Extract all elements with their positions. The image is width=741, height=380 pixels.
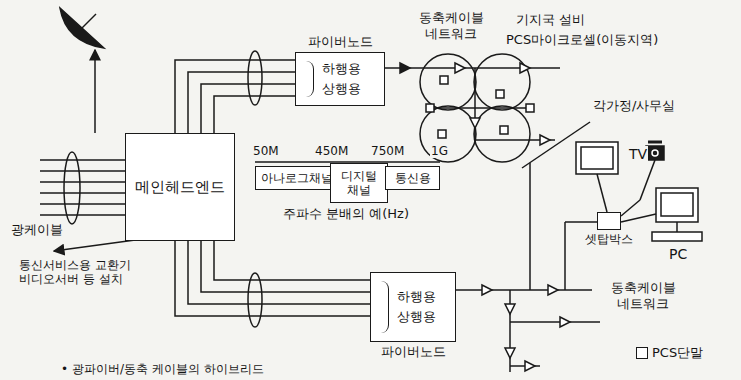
text-label: 통신서비스용 교환기 비디오서버 등 설치 [18,258,150,287]
text-label: 주파수 분배의 예(Hz) [282,206,410,222]
node-body: 메인헤드엔드 [126,134,234,240]
legend-swatch [636,347,648,359]
node-box: 디지털 채널 [330,163,388,203]
label-box: 통신서비스용 교환기 비디오서버 등 설치 [18,258,150,287]
legend-text: PCS단말 [652,345,703,361]
text-label: 동축케이블 네트워크 [597,280,689,311]
fiber-node-box: 하행용상행용파이버노드 [370,272,456,342]
label-box: PCS마이크로셀(이동지역) [505,32,659,48]
node-body: 하행용상행용 [371,273,455,341]
label-box: 각가정/사무실 [592,98,676,114]
text-label: PC [668,246,688,263]
node-body: 아나로그채널 [256,167,337,189]
label-box: 주파수 분배의 예(Hz) [282,206,410,222]
node-label: 디지털 채널 [334,169,384,198]
text-label: 1G [430,144,449,158]
text-label: 450M [314,144,349,158]
text-label: PCS마이크로셀(이동지역) [505,32,659,48]
node-box: 메인헤드엔드 [125,133,235,241]
bracket-line [380,281,389,333]
node-label: 통신용 [395,171,431,185]
label-box: PC [668,246,688,263]
node-label: 하행용 [397,289,436,305]
node-label: 하행용 [322,61,361,77]
node-label: 파이버노드 [306,34,375,50]
node-label: 아나로그채널 [261,171,333,185]
caption-box: • 광파이버/동축 케이블의 하이브리드 [60,362,265,376]
bracket-line [305,61,314,97]
node-box: 통신용 [385,166,440,190]
label-box: 50M [252,144,280,158]
text-label: 광케이블 [10,222,64,238]
label-box: TV [628,146,648,163]
label-box: 동축케이블 네트워크 [412,10,490,41]
caption: • 광파이버/동축 케이블의 하이브리드 [60,362,265,376]
text-label: 750M [370,144,405,158]
text-label: 각가정/사무실 [592,98,676,114]
node-label: 상행용 [322,81,361,97]
legend-row: PCS단말 [636,345,703,361]
node-label: 파이버노드 [379,344,448,360]
node-body: 통신용 [386,167,439,189]
label-box: 기지국 설비 [515,12,586,28]
node-label: 메인헤드엔드 [135,178,225,196]
node-label: 셋탑박스 [583,232,635,246]
text-label: 동축케이블 네트워크 [412,10,490,41]
fiber-node-box: 하행용상행용파이버노드 [295,52,385,106]
fiber-connector [175,60,295,133]
label-box: 450M [314,144,349,158]
text-label: 50M [252,144,280,158]
text-label: 기지국 설비 [515,12,586,28]
label-box: 1G [430,144,449,158]
text-label: TV [628,146,648,163]
node-body: 하행용상행용 [296,53,384,105]
fiber-connector [175,241,370,316]
label-box: 750M [370,144,405,158]
node-box: 아나로그채널 [255,166,338,190]
label-box: 동축케이블 네트워크 [597,280,689,311]
node-body: 디지털 채널 [331,164,387,202]
node-box: 셋탑박스 [597,212,621,230]
node-label: 상행용 [397,309,436,325]
label-box: 광케이블 [10,222,64,238]
node-body [598,213,620,229]
